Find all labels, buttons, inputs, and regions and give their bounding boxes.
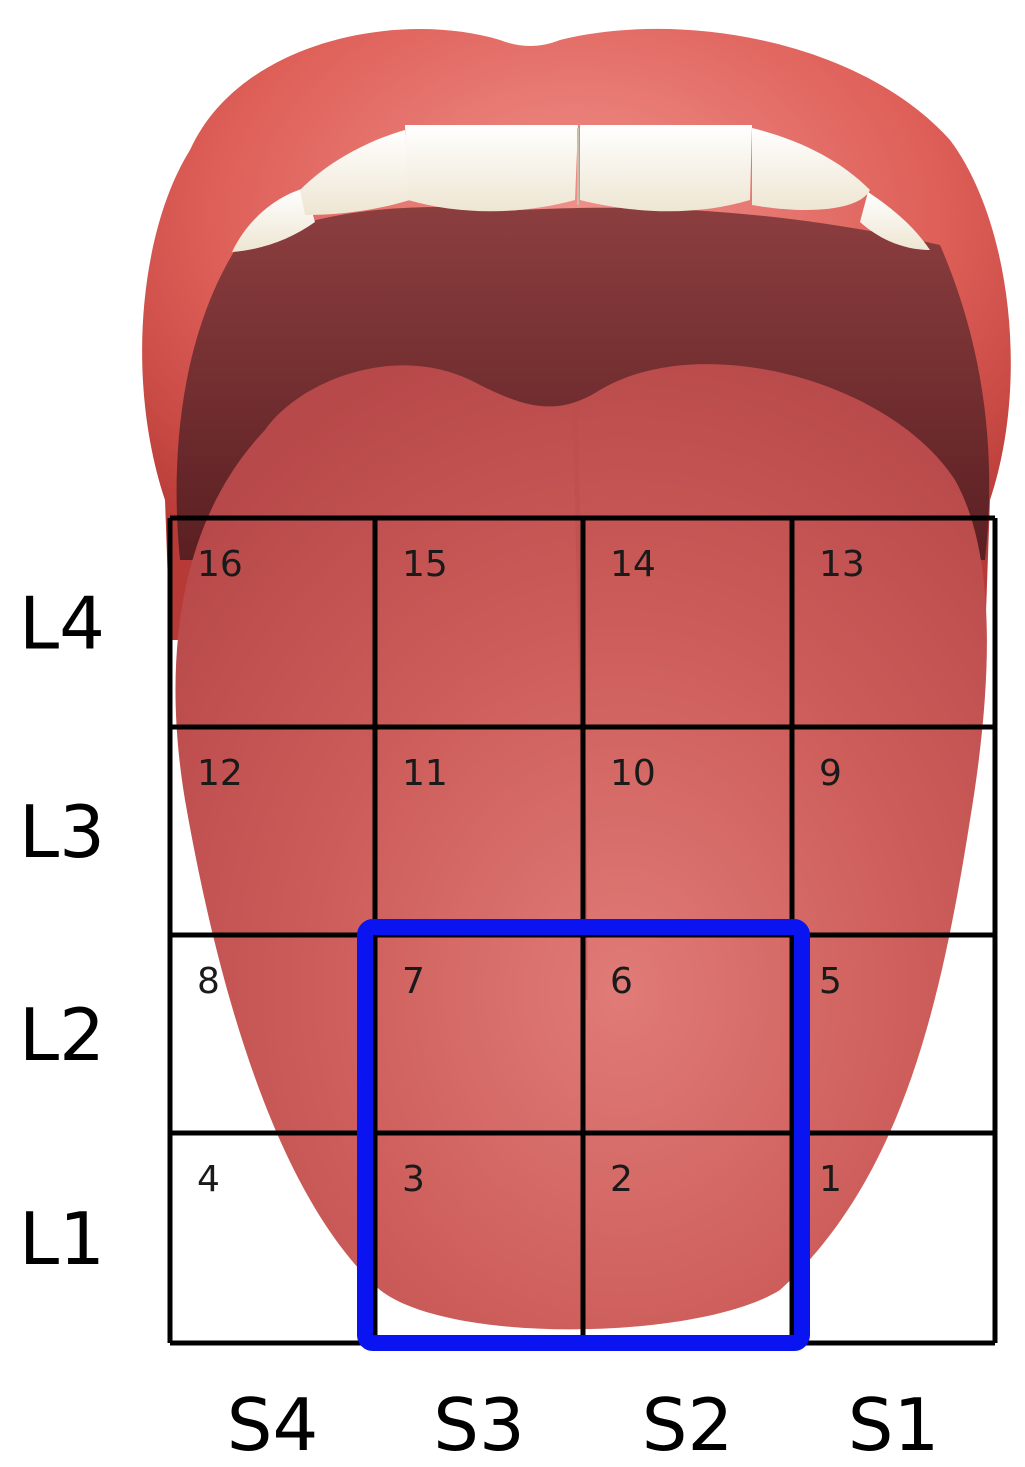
cell-number-7: 7 [402,961,425,1002]
cell-number-5: 5 [819,961,842,1002]
column-label-s3: S3 [433,1383,525,1467]
row-label-l1: L1 [19,1197,105,1281]
column-label-s2: S2 [642,1383,734,1467]
cell-number-4: 4 [197,1159,220,1200]
cell-number-2: 2 [610,1159,633,1200]
cell-number-14: 14 [610,544,656,585]
cell-number-13: 13 [819,544,865,585]
column-labels: S4 S3 S2 S1 [227,1383,940,1467]
cell-number-16: 16 [197,544,243,585]
column-label-s4: S4 [227,1383,319,1467]
cell-number-12: 12 [197,753,243,794]
cell-number-6: 6 [610,961,633,1002]
cell-number-1: 1 [819,1159,842,1200]
cell-number-10: 10 [610,753,656,794]
cell-number-8: 8 [197,961,220,1002]
row-label-l4: L4 [19,582,105,666]
cell-number-15: 15 [402,544,448,585]
cell-number-11: 11 [402,753,448,794]
row-label-l2: L2 [19,993,105,1077]
cell-number-9: 9 [819,753,842,794]
cell-number-3: 3 [402,1159,425,1200]
row-label-l3: L3 [19,790,105,874]
column-label-s1: S1 [848,1383,940,1467]
